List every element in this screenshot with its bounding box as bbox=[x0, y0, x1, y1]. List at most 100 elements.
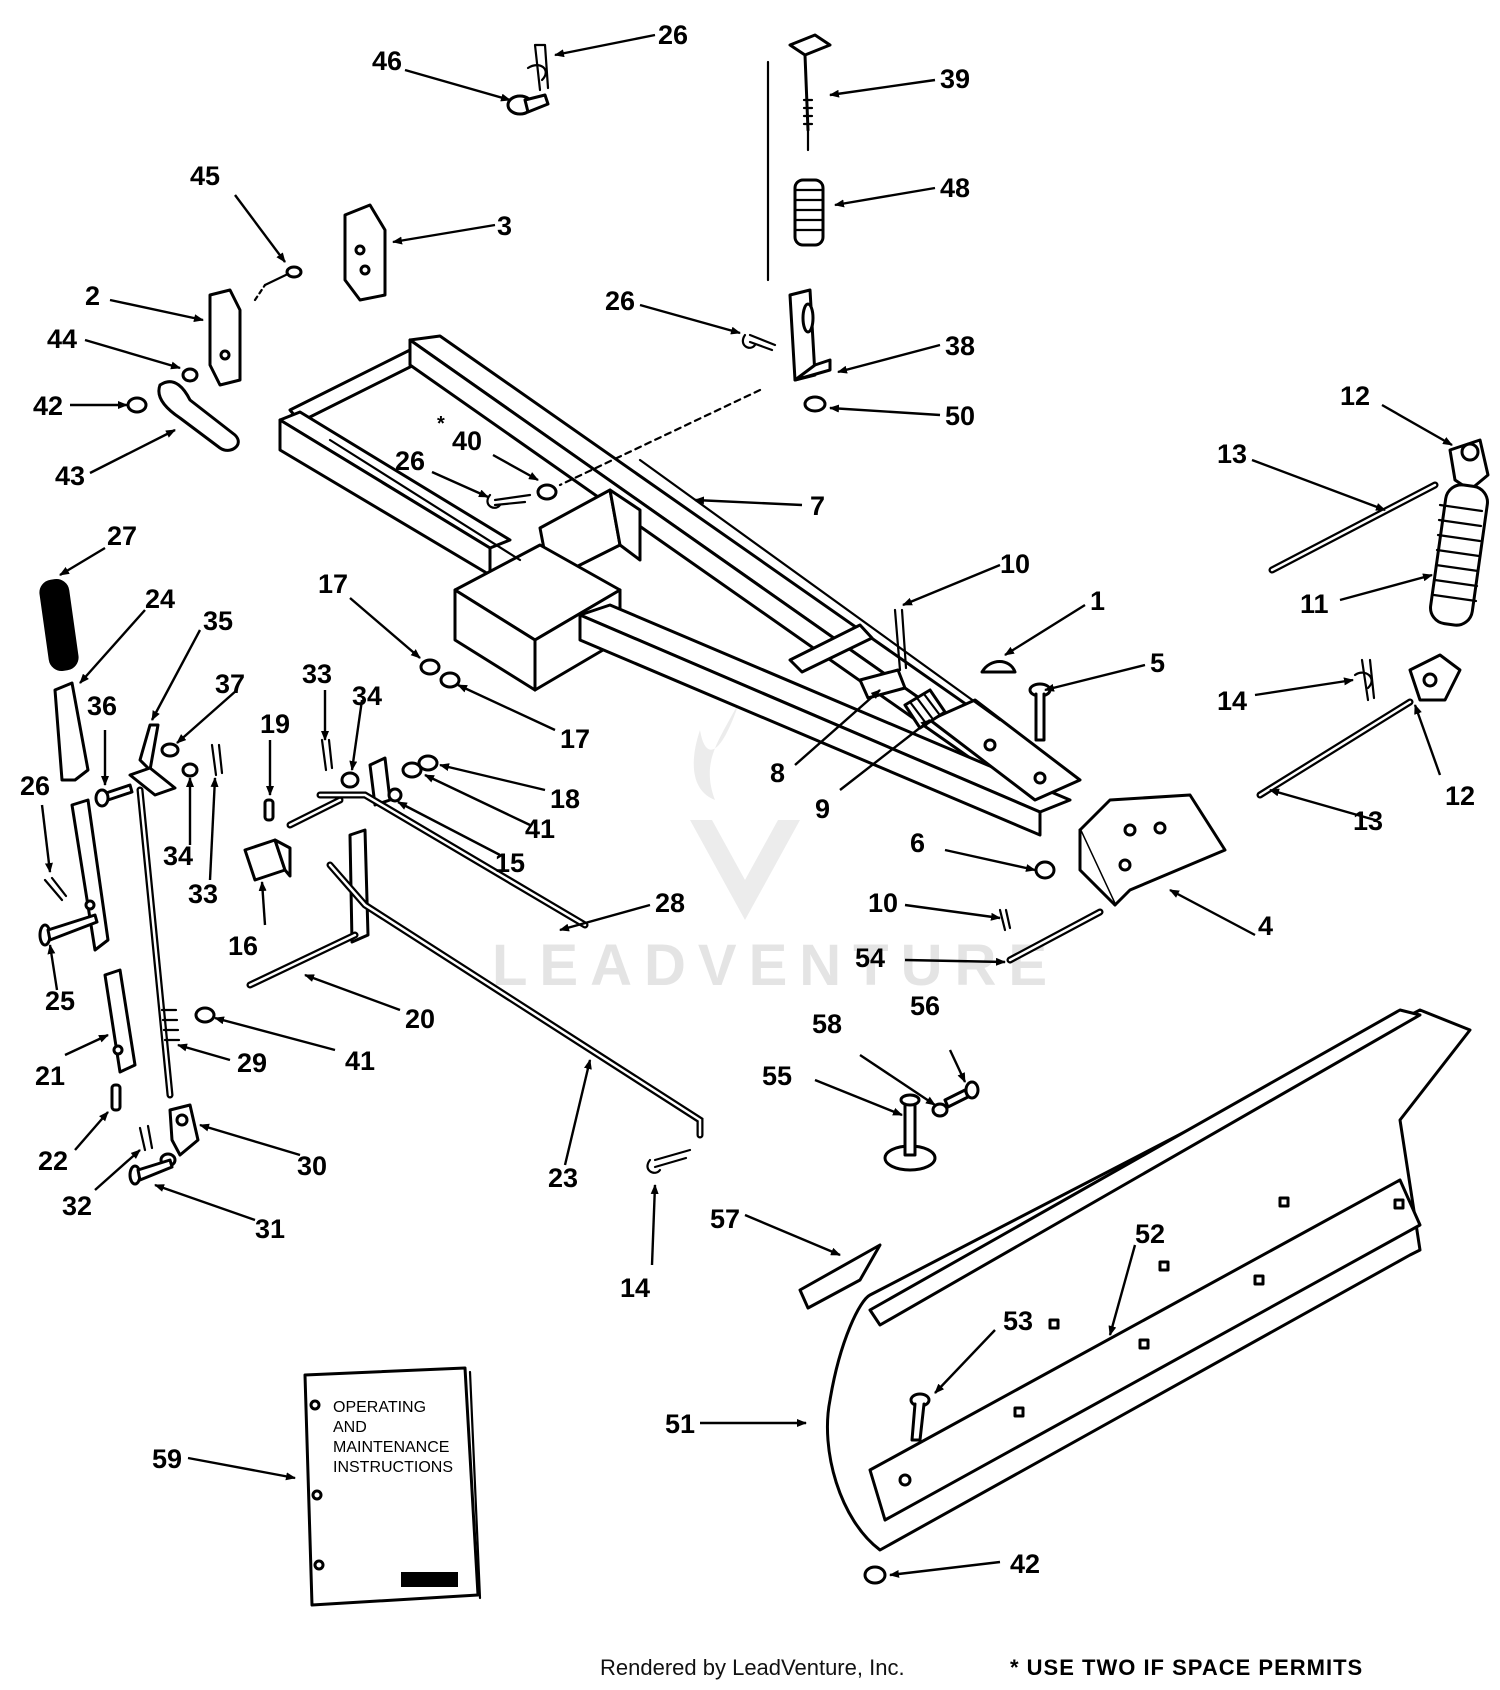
callout-26-top: 26 bbox=[658, 20, 688, 50]
callout-30: 30 bbox=[297, 1151, 327, 1181]
clevis-30 bbox=[159, 1103, 200, 1168]
handle-24 bbox=[53, 681, 90, 782]
pin-33-left bbox=[210, 743, 224, 777]
callout-45: 45 bbox=[190, 161, 220, 191]
rod-13-upper bbox=[1268, 481, 1439, 574]
callout-31: 31 bbox=[255, 1214, 285, 1244]
manual-59: OPERATING AND MAINTENANCE INSTRUCTIONS bbox=[303, 1366, 482, 1607]
callout-46: 46 bbox=[372, 46, 402, 76]
lift-handle-39 bbox=[766, 33, 832, 282]
washer-34-left bbox=[181, 762, 199, 778]
bolt-36 bbox=[94, 783, 134, 808]
rod-29 bbox=[136, 786, 181, 1099]
callout-13-upper: 13 bbox=[1217, 439, 1247, 469]
lever-plate bbox=[70, 798, 110, 952]
callout-19: 19 bbox=[260, 709, 290, 739]
callout-21: 21 bbox=[35, 1061, 65, 1091]
bracket-3 bbox=[343, 203, 387, 302]
bolt-5 bbox=[1028, 682, 1052, 742]
callout-41-upper: 41 bbox=[525, 814, 555, 844]
arm-21 bbox=[103, 968, 137, 1074]
rod-54 bbox=[1006, 908, 1104, 964]
callout-39: 39 bbox=[940, 64, 970, 94]
washer-41-lower bbox=[194, 1006, 216, 1024]
nut-50 bbox=[803, 395, 827, 413]
callout-55: 55 bbox=[762, 1061, 792, 1091]
callout-33-center: 33 bbox=[302, 659, 332, 689]
leader-lines bbox=[40, 33, 1453, 1578]
callout-9: 9 bbox=[815, 794, 830, 824]
callout-42-blade: 42 bbox=[1010, 1549, 1040, 1579]
decal-57 bbox=[798, 1243, 882, 1310]
washer-44 bbox=[181, 367, 199, 383]
block-16 bbox=[243, 838, 292, 882]
callout-17-top: 17 bbox=[318, 569, 348, 599]
callout-57: 57 bbox=[710, 1204, 740, 1234]
lever-35 bbox=[138, 723, 160, 772]
callout-53: 53 bbox=[1003, 1306, 1033, 1336]
skid-55 bbox=[883, 1093, 937, 1172]
callout-51: 51 bbox=[665, 1409, 695, 1439]
rod-13-lower bbox=[1256, 698, 1414, 799]
bracket-15 bbox=[368, 756, 403, 807]
callout-58: 58 bbox=[812, 1009, 842, 1039]
spring-11 bbox=[1429, 483, 1489, 627]
callout-16: 16 bbox=[228, 931, 258, 961]
manual-line-4: INSTRUCTIONS bbox=[333, 1459, 453, 1476]
callout-numbers: 26 46 39 48 45 3 2 26 38 44 50 42 12 43 … bbox=[20, 20, 1475, 1579]
callout-12-top: 12 bbox=[1340, 381, 1370, 411]
nut-6 bbox=[1034, 860, 1056, 880]
pin-33-center bbox=[320, 738, 334, 772]
manual-line-2: AND bbox=[333, 1419, 367, 1436]
callout-17-bottom: 17 bbox=[560, 724, 590, 754]
bracket-4 bbox=[1078, 793, 1227, 907]
callout-37: 37 bbox=[215, 669, 245, 699]
nut-42 bbox=[126, 396, 148, 414]
callout-42-left: 42 bbox=[33, 391, 63, 421]
cap-1 bbox=[980, 660, 1017, 674]
callout-15: 15 bbox=[495, 848, 525, 878]
rod-28 bbox=[286, 791, 589, 929]
nuts-17 bbox=[419, 658, 461, 689]
spring-9 bbox=[903, 688, 947, 730]
bolt-53 bbox=[909, 1392, 931, 1442]
manual-line-3: MAINTENANCE bbox=[333, 1439, 449, 1456]
callout-26-bracket: 26 bbox=[605, 286, 635, 316]
manual-line-1: OPERATING bbox=[333, 1399, 426, 1416]
callout-23: 23 bbox=[548, 1163, 578, 1193]
callout-34-left: 34 bbox=[163, 841, 193, 871]
callout-2: 2 bbox=[85, 281, 100, 311]
callout-13-lower: 13 bbox=[1353, 806, 1383, 836]
bolt-45 bbox=[253, 265, 303, 302]
callout-4: 4 bbox=[1258, 911, 1273, 941]
washer-58 bbox=[931, 1102, 949, 1118]
callout-35: 35 bbox=[203, 606, 233, 636]
callout-10-bottom: 10 bbox=[868, 888, 898, 918]
pin-22 bbox=[110, 1083, 122, 1112]
callout-40: 40 bbox=[452, 426, 482, 456]
callout-1: 1 bbox=[1090, 586, 1105, 616]
pin-10-bottom bbox=[998, 908, 1012, 932]
hairpin-26-frame bbox=[486, 493, 532, 509]
bracket-20 bbox=[348, 828, 370, 944]
spring-48 bbox=[793, 178, 825, 247]
callout-6: 6 bbox=[910, 828, 925, 858]
nut-40 bbox=[536, 483, 558, 501]
callout-20: 20 bbox=[405, 1004, 435, 1034]
hairpin-26-left bbox=[43, 876, 68, 902]
rod-20 bbox=[246, 931, 359, 989]
callout-7: 7 bbox=[810, 491, 825, 521]
callout-18: 18 bbox=[550, 784, 580, 814]
callout-41-lower: 41 bbox=[345, 1046, 375, 1076]
callout-27: 27 bbox=[107, 521, 137, 551]
callout-14-lower: 14 bbox=[620, 1273, 650, 1303]
callout-25: 25 bbox=[45, 986, 75, 1016]
callout-12-bottom: 12 bbox=[1445, 781, 1475, 811]
pin-25 bbox=[38, 913, 99, 947]
elbow-12-top bbox=[1448, 438, 1490, 492]
pin-19 bbox=[263, 798, 275, 822]
hairpin-14-lower bbox=[646, 1148, 692, 1174]
hairpin-32 bbox=[138, 1124, 154, 1152]
rod-23 bbox=[326, 861, 704, 1139]
callout-26-left: 26 bbox=[20, 771, 50, 801]
